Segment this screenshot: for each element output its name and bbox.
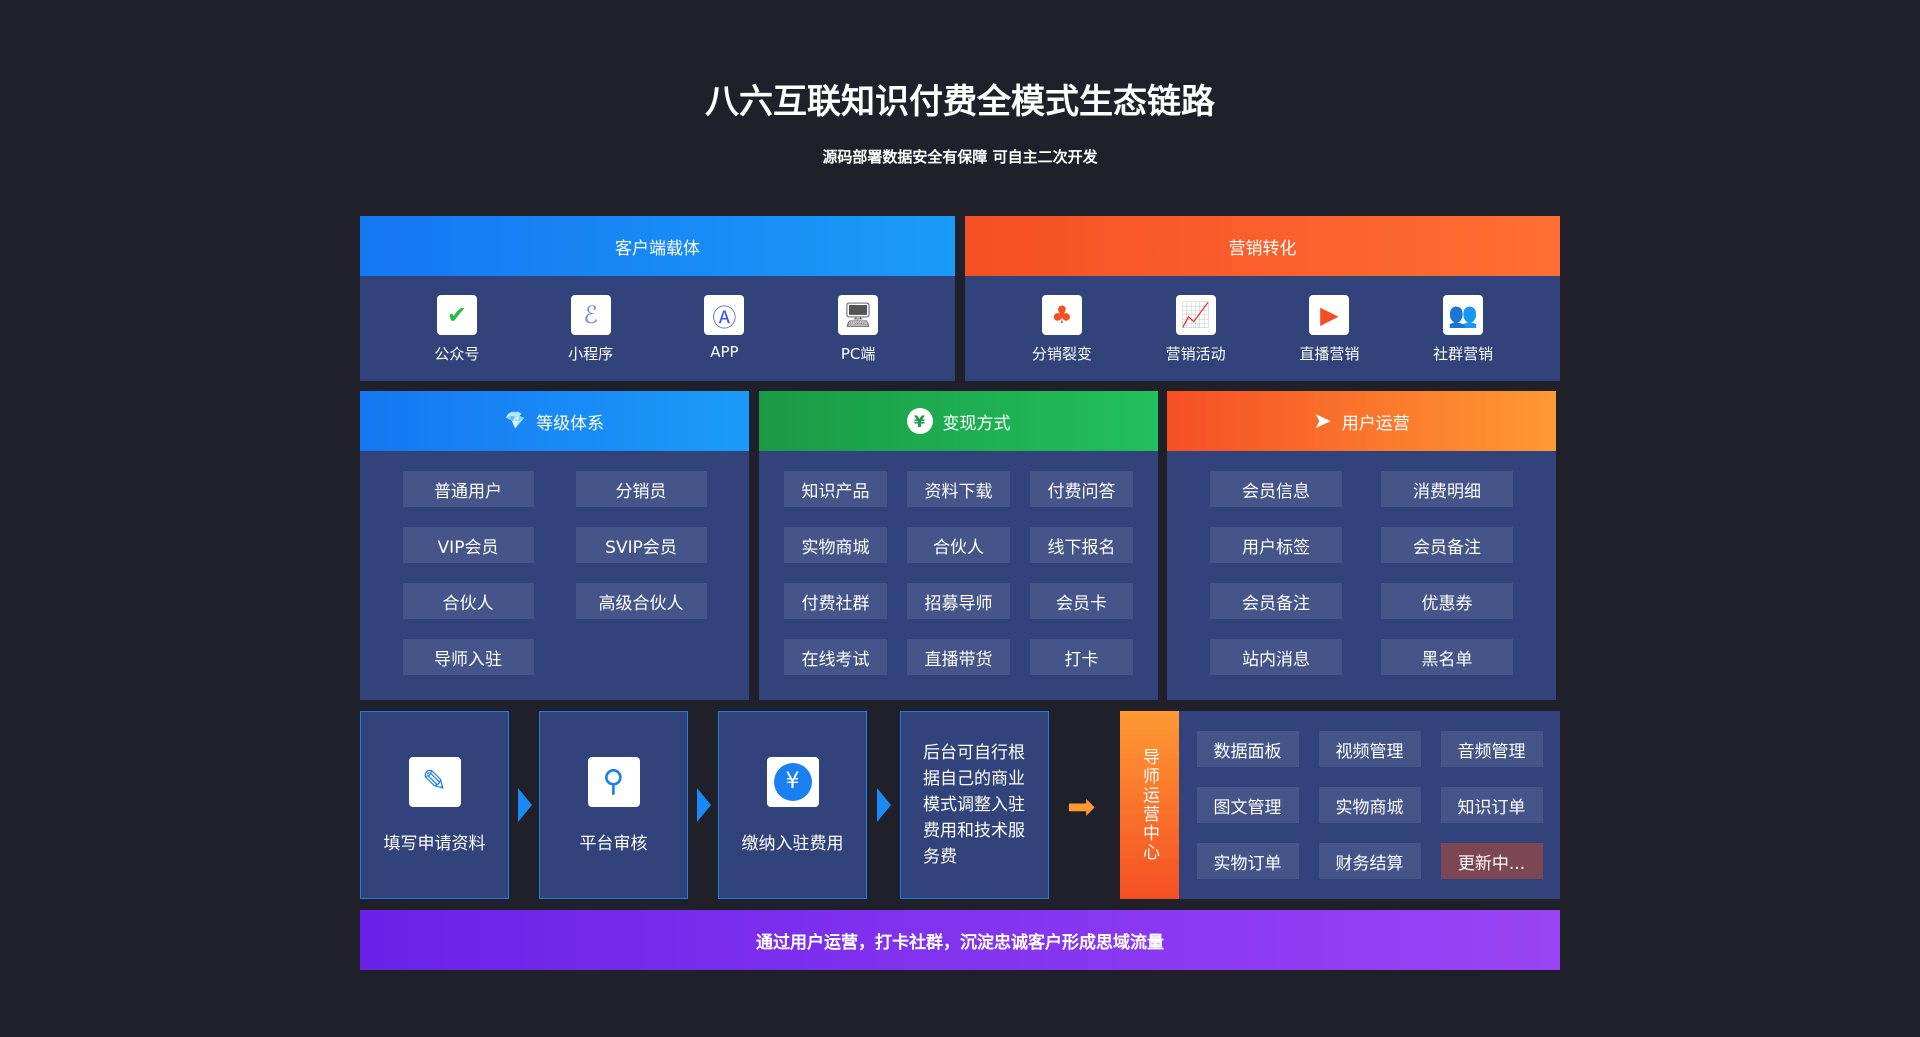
marketing-item-label: 营销活动 — [1165, 345, 1226, 363]
monetize-panel: ¥ 变现方式 知识产品资料下载付费问答实物商城合伙人线下报名付费社群招募导师会员卡… — [759, 391, 1158, 700]
levels-item[interactable]: 分销员 — [575, 471, 707, 507]
paper-plane-icon: ➤ — [1313, 408, 1332, 434]
marketing-item[interactable]: 👥 社群营销 — [1408, 295, 1518, 364]
monetize-item[interactable]: 会员卡 — [1030, 583, 1133, 619]
ops-item[interactable]: 优惠券 — [1381, 583, 1513, 619]
arrow-right-icon — [877, 788, 891, 822]
client-item[interactable]: Ⓐ APP — [669, 295, 779, 364]
monitor-icon: 🖥 — [838, 295, 879, 335]
marketing-item-label: 分销裂变 — [1031, 345, 1092, 363]
ops-title: 用户运营 — [1341, 413, 1410, 434]
mentor-item[interactable]: 更新中... — [1440, 843, 1543, 879]
levels-item[interactable]: 导师入驻 — [402, 639, 534, 675]
ops-item[interactable]: 黑名单 — [1381, 639, 1513, 675]
mentor-item[interactable]: 实物订单 — [1196, 843, 1299, 879]
mentor-item[interactable]: 音频管理 — [1440, 731, 1543, 767]
mini-program-icon: ℰ — [570, 295, 611, 335]
levels-item[interactable]: SVIP会员 — [575, 527, 707, 563]
fee-note-box: 后台可自行根据自己的商业模式调整入驻费用和技术服务费 — [900, 711, 1049, 899]
levels-title: 等级体系 — [536, 413, 605, 434]
live-tv-icon: ▶ — [1309, 295, 1350, 335]
client-panel: 客户端载体 ✔ 公众号 ℰ 小程序 Ⓐ APP 🖥 PC端 — [360, 216, 955, 381]
mentor-center-label: 导师运营中心 — [1120, 711, 1179, 899]
step-fill-application: ✎ 填写申请资料 — [360, 711, 509, 899]
levels-item[interactable]: 高级合伙人 — [575, 583, 707, 619]
yen-icon: ¥ — [906, 408, 933, 434]
monetize-item[interactable]: 招募导师 — [907, 583, 1010, 619]
edit-pen-icon: ✎ — [408, 756, 461, 807]
mentor-item[interactable]: 图文管理 — [1196, 787, 1299, 823]
monetize-title: 变现方式 — [942, 413, 1011, 434]
app-icon: Ⓐ — [704, 295, 745, 335]
client-item[interactable]: ℰ 小程序 — [536, 295, 646, 364]
step-platform-review: ⚲ 平台审核 — [539, 711, 688, 899]
step-label: 填写申请资料 — [383, 833, 486, 854]
marketing-item-label: 社群营销 — [1433, 345, 1494, 363]
ops-item[interactable]: 会员信息 — [1210, 471, 1342, 507]
mentor-item[interactable]: 财务结算 — [1318, 843, 1421, 879]
marketing-header: 营销转化 — [965, 216, 1560, 276]
levels-item[interactable]: VIP会员 — [402, 527, 534, 563]
client-item-label: 小程序 — [568, 345, 614, 363]
client-item[interactable]: ✔ 公众号 — [402, 295, 512, 364]
monetize-item[interactable]: 直播带货 — [907, 639, 1010, 675]
marketing-item-label: 直播营销 — [1299, 345, 1360, 363]
monetize-item[interactable]: 付费社群 — [784, 583, 887, 619]
levels-panel: 💎 等级体系 普通用户 分销员 VIP会员 SVIP会员合伙人 高级合伙人导师入驻 — [360, 391, 749, 700]
client-item-label: 公众号 — [434, 345, 480, 363]
client-header: 客户端载体 — [360, 216, 955, 276]
org-chart-icon: ♣ — [1041, 295, 1082, 335]
monetize-item[interactable]: 资料下载 — [907, 471, 1010, 507]
monetize-item[interactable]: 线下报名 — [1030, 527, 1133, 563]
fee-note: 后台可自行根据自己的商业模式调整入驻费用和技术服务费 — [923, 743, 1025, 867]
marketing-panel: 营销转化 ♣ 分销裂变 📈 营销活动 ▶ 直播营销 👥 社群营销 — [965, 216, 1560, 381]
diamond-icon: 💎 — [504, 411, 527, 431]
wechat-badge-icon: ✔ — [436, 295, 477, 335]
marketing-item[interactable]: 📈 营销活动 — [1141, 295, 1251, 364]
levels-item[interactable]: 合伙人 — [402, 583, 534, 619]
stamp-icon: ⚲ — [587, 756, 640, 807]
monetize-item[interactable]: 合伙人 — [907, 527, 1010, 563]
group-icon: 👥 — [1443, 295, 1484, 335]
page-title: 八六互联知识付费全模式生态链路 — [705, 82, 1215, 122]
monetize-item[interactable]: 实物商城 — [784, 527, 887, 563]
monetize-item[interactable]: 付费问答 — [1030, 471, 1133, 507]
mentor-item[interactable]: 数据面板 — [1196, 731, 1299, 767]
mentor-item[interactable]: 实物商城 — [1318, 787, 1421, 823]
ops-item[interactable]: 消费明细 — [1381, 471, 1513, 507]
ops-item[interactable]: 站内消息 — [1210, 639, 1342, 675]
client-item[interactable]: 🖥 PC端 — [803, 295, 913, 364]
arrow-right-icon — [518, 788, 532, 822]
levels-item[interactable]: 普通用户 — [402, 471, 534, 507]
ops-item[interactable]: 会员备注 — [1381, 527, 1513, 563]
big-arrow-icon: ➡ — [1067, 787, 1096, 827]
step-label: 平台审核 — [579, 833, 648, 854]
step-label: 缴纳入驻费用 — [741, 833, 844, 854]
client-item-label: APP — [710, 343, 739, 361]
ops-header: ➤ 用户运营 — [1167, 391, 1556, 451]
marketing-item[interactable]: ▶ 直播营销 — [1274, 295, 1384, 364]
client-item-label: PC端 — [840, 345, 876, 363]
monetize-item[interactable]: 打卡 — [1030, 639, 1133, 675]
arrow-right-icon — [697, 788, 711, 822]
mentor-item[interactable]: 知识订单 — [1440, 787, 1543, 823]
mentor-panel: 数据面板视频管理音频管理图文管理实物商城知识订单实物订单财务结算更新中... — [1179, 711, 1560, 899]
chart-up-icon: 📈 — [1175, 295, 1216, 335]
monetize-item[interactable]: 知识产品 — [784, 471, 887, 507]
monetize-item[interactable]: 在线考试 — [784, 639, 887, 675]
ops-item[interactable]: 会员备注 — [1210, 583, 1342, 619]
footer-banner: 通过用户运营，打卡社群，沉淀忠诚客户形成思域流量 — [360, 910, 1560, 970]
ops-panel: ➤用户运营 会员信息消费明细用户标签会员备注会员备注优惠券站内消息黑名单 — [1167, 391, 1556, 700]
marketing-item[interactable]: ♣ 分销裂变 — [1007, 295, 1117, 364]
monetize-header: ¥ 变现方式 — [759, 391, 1158, 451]
levels-header: 💎 等级体系 — [360, 391, 749, 451]
step-pay-fee: ¥ 缴纳入驻费用 — [718, 711, 867, 899]
ops-item[interactable]: 用户标签 — [1210, 527, 1342, 563]
page-subtitle: 源码部署数据安全有保障 可自主二次开发 — [822, 148, 1098, 166]
yen-coin-icon: ¥ — [766, 756, 819, 807]
mentor-item[interactable]: 视频管理 — [1318, 731, 1421, 767]
